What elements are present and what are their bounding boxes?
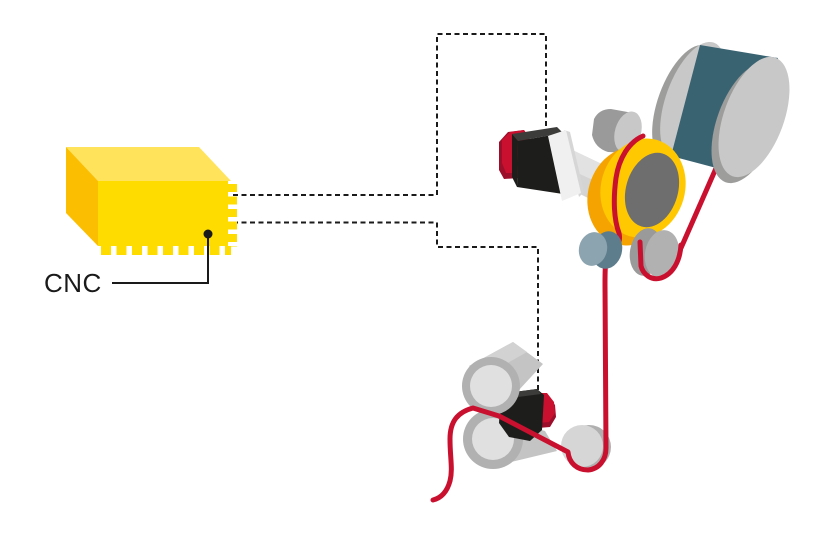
connection-line-feeder-motor [233, 221, 539, 390]
cnc-label: CNC [44, 268, 102, 298]
stepper-motor-spool [499, 127, 584, 201]
cnc-callout-line [112, 238, 209, 284]
cnc-callout-dot [203, 229, 213, 239]
tension-discs [578, 231, 623, 269]
spool-flange-front [718, 56, 790, 178]
motor-top-flange [548, 130, 581, 201]
control-connection-lines [233, 33, 547, 390]
pinch-roller-feeder [462, 342, 611, 469]
capstan-hub [624, 152, 680, 228]
motor-top-body-left [512, 134, 518, 187]
cnc-box-front-face [98, 181, 228, 246]
wire-main-path [430, 133, 646, 503]
guide-roller-right-face [644, 230, 680, 278]
wire-spool [652, 41, 790, 250]
cnc-controller [66, 147, 237, 255]
tension-disc-light [578, 232, 608, 266]
cnc-callout: CNC [44, 229, 213, 298]
cnc-box-side-face [66, 147, 98, 246]
connection-line-spool-motor [233, 33, 547, 196]
feed-roller-top-face [470, 365, 512, 407]
guide-pulley-face [561, 425, 603, 467]
wire-segment-roller-wrap [637, 239, 684, 282]
guide-pulley-bottom [561, 425, 611, 469]
motor-top-body-top-face [512, 127, 563, 141]
cnc-box-top-face [66, 147, 231, 181]
guide-roller-right [629, 228, 680, 278]
motor-bottom-top-face [514, 389, 541, 397]
